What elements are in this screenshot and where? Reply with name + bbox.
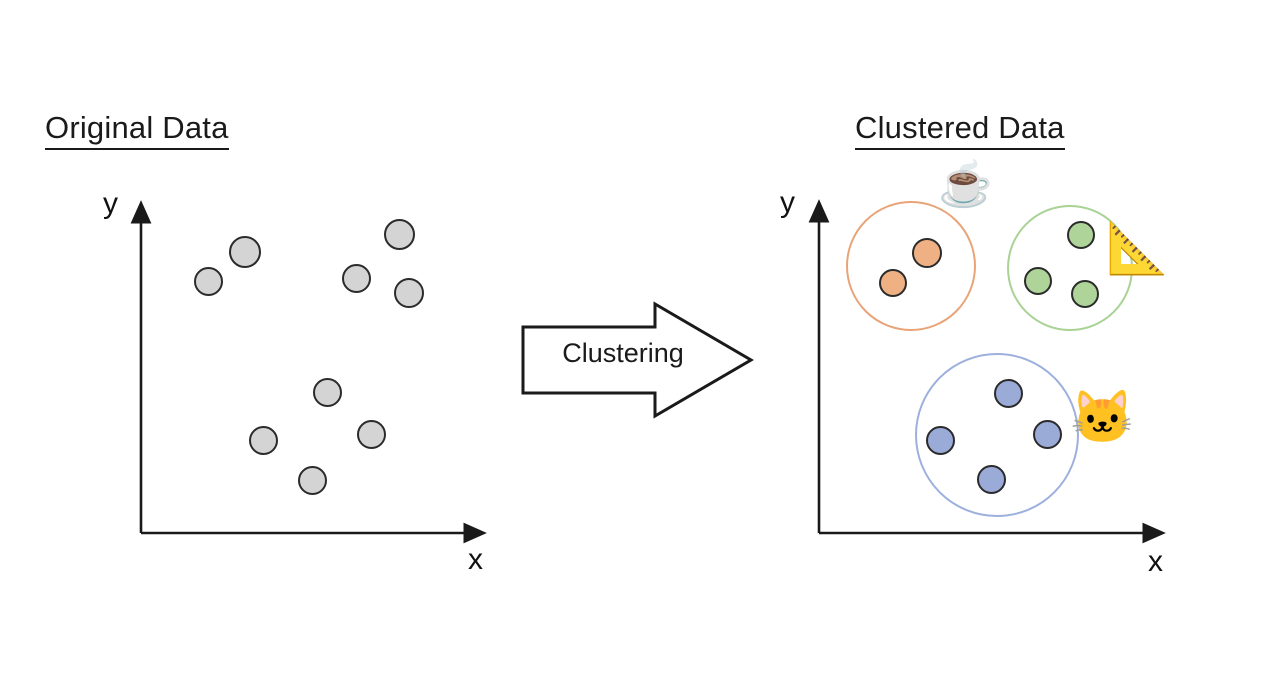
panel-clustered-data: Clustered Data y x bbox=[754, 0, 1274, 676]
cluster-ring-blue bbox=[915, 353, 1079, 517]
data-point-green bbox=[1071, 280, 1099, 308]
data-point-grey bbox=[384, 219, 415, 250]
data-point-grey bbox=[313, 378, 342, 407]
panel-original-data: Original Data y x bbox=[0, 0, 520, 676]
data-point-grey bbox=[229, 236, 261, 268]
data-point-blue bbox=[926, 426, 955, 455]
data-point-blue bbox=[994, 379, 1023, 408]
data-point-orange bbox=[879, 269, 907, 297]
arrow-shape-icon bbox=[521, 301, 754, 419]
cluster-ring-green bbox=[1007, 205, 1133, 331]
axes-clustered bbox=[808, 199, 1166, 544]
data-point-grey bbox=[249, 426, 278, 455]
data-point-grey bbox=[394, 278, 424, 308]
panel-title-clustered-text: Clustered Data bbox=[855, 110, 1065, 150]
clustering-arrow-label: Clustering bbox=[562, 338, 684, 368]
y-axis-label-clustered: y bbox=[780, 186, 795, 219]
data-point-grey bbox=[357, 420, 386, 449]
data-point-green bbox=[1067, 221, 1095, 249]
clustering-arrow: Clustering bbox=[519, 300, 759, 420]
data-point-grey bbox=[298, 466, 327, 495]
x-axis-label-clustered: x bbox=[1148, 545, 1163, 578]
data-point-blue bbox=[977, 465, 1006, 494]
x-axis-label-original: x bbox=[468, 543, 483, 576]
panel-title-clustered: Clustered Data bbox=[855, 110, 1274, 150]
data-point-orange bbox=[912, 238, 942, 268]
coffee-cup-icon: ☕ bbox=[938, 160, 993, 209]
y-axis-label-original: y bbox=[103, 187, 118, 220]
triangular-ruler-icon: 📐 bbox=[1106, 220, 1169, 276]
panel-title-original-text: Original Data bbox=[45, 110, 229, 150]
axes-original bbox=[130, 200, 487, 544]
data-point-green bbox=[1024, 267, 1052, 295]
cat-face-icon: 🐱 bbox=[1070, 389, 1135, 447]
data-point-blue bbox=[1033, 420, 1062, 449]
panel-title-original: Original Data bbox=[45, 110, 565, 150]
data-point-grey bbox=[194, 267, 223, 296]
data-point-grey bbox=[342, 264, 371, 293]
cluster-ring-orange bbox=[846, 201, 976, 331]
